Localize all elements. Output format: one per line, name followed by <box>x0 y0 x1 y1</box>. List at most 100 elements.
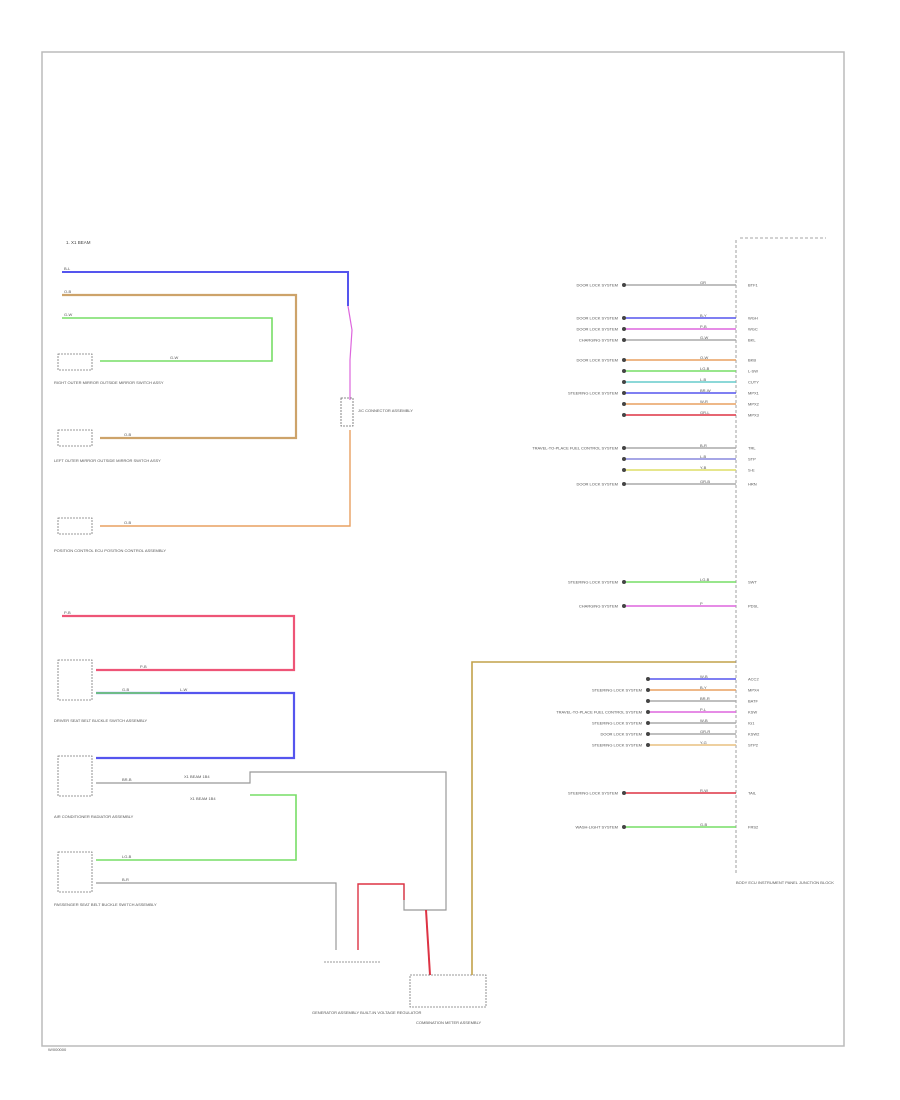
component-label: PASSENGER SEAT BELT BUCKLE SWITCH ASSEMB… <box>54 902 157 907</box>
connector-box <box>57 429 93 447</box>
wire-label: O-B <box>64 289 71 294</box>
signal-terminal <box>622 468 626 472</box>
wire-label: B-R <box>122 877 129 882</box>
signal-pin-label: KSW <box>748 710 757 715</box>
beam-label: X1 BEAM 1B4 <box>184 774 210 779</box>
signal-wire-label: GR-L <box>700 410 710 415</box>
wire-olive-meter <box>471 661 736 975</box>
signal-pin-label: SWT <box>748 580 757 585</box>
signal-pin-label: BATF <box>748 699 758 704</box>
signal-pin-label: HRN <box>748 482 757 487</box>
left-lower-connectors: DRIVER SEAT BELT BUCKLE SWITCH ASSEMBLY … <box>54 659 157 907</box>
wire-label: BR-B <box>122 777 132 782</box>
signal-terminal <box>646 710 650 714</box>
signal-pin-label: STP <box>748 457 756 462</box>
meter-label: COMBINATION METER ASSEMBLY <box>416 1020 482 1025</box>
signal-wire-label: BR-R <box>700 696 710 701</box>
signal-system-label: DOOR LOCK SYSTEM <box>600 732 642 737</box>
signal-pin-label: MPX3 <box>748 413 760 418</box>
signal-system-label: STEERING LOCK SYSTEM <box>592 743 642 748</box>
signal-wire-label: B-Y <box>700 313 707 318</box>
signal-terminal <box>646 688 650 692</box>
signal-wire-label: W-B <box>700 674 708 679</box>
signal-wire-label: GR <box>700 280 706 285</box>
signal-pin-label: TAIL <box>748 791 757 796</box>
signal-terminal <box>622 369 626 373</box>
signal-pin-label: L-SW <box>748 369 758 374</box>
signal-terminal <box>622 791 626 795</box>
signal-pin-label: KSW2 <box>748 732 760 737</box>
signal-terminal <box>646 677 650 681</box>
signal-wire-label: BR-W <box>700 388 711 393</box>
signal-terminal <box>622 457 626 461</box>
junction-connector <box>340 397 354 427</box>
connector-box <box>57 659 93 701</box>
signal-wire-label: O-W <box>700 355 708 360</box>
signal-system-label: STEERING LOCK SYSTEM <box>568 791 618 796</box>
signal-terminal <box>646 732 650 736</box>
wire-label: L-W <box>180 687 188 692</box>
signal-terminal <box>646 743 650 747</box>
signal-terminal <box>622 316 626 320</box>
wire-blue-loop <box>96 691 296 760</box>
diagram-frame <box>41 51 845 1047</box>
signal-pin-label: CUTY <box>748 380 759 385</box>
signal-wire-label: P-L <box>700 707 707 712</box>
ecu-label: BODY ECU INSTRUMENT PANEL JUNCTION BLOCK <box>736 880 834 885</box>
junction-label: J/C CONNECTOR ASSEMBLY <box>358 408 413 413</box>
signal-terminal <box>622 604 626 608</box>
signal-pin-label: WGH <box>748 316 758 321</box>
signal-pin-label: ACC2 <box>748 677 759 682</box>
signal-wire-label: G-B <box>700 822 707 827</box>
signal-system-label: DOOR LOCK SYSTEM <box>576 283 618 288</box>
signal-wire-label: L-B <box>700 377 707 382</box>
signal-wire-label: G-W <box>700 335 708 340</box>
signal-wire-label: Y-G <box>700 740 707 745</box>
wire-gray-gen <box>96 882 337 950</box>
signal-system-label: DOOR LOCK SYSTEM <box>576 482 618 487</box>
signal-system-label: DOOR LOCK SYSTEM <box>576 316 618 321</box>
signal-pin-label: STP2 <box>748 743 759 748</box>
signal-wire-label: Y-B <box>700 465 707 470</box>
signal-terminal <box>622 358 626 362</box>
wire-red-gen <box>357 883 405 950</box>
generator-label: GENERATOR ASSEMBLY BUILT-IN VOLTAGE REGU… <box>312 1010 421 1015</box>
connector-box <box>57 353 93 371</box>
component-label: LEFT OUTER MIRROR OUTSIDE MIRROR SWITCH … <box>54 458 161 463</box>
left-upper-harness: B-L O-B G-W G-W O-B O-B J/C CONNECTOR AS… <box>62 266 413 527</box>
signal-wire-label: R-W <box>700 788 708 793</box>
meter-connector <box>409 974 487 1008</box>
wire-blue-1 <box>62 271 349 306</box>
beam-label: X1 BEAM 1B4 <box>190 796 216 801</box>
signal-wire-label: B-R <box>700 443 707 448</box>
signal-pin-label: S-E <box>748 468 755 473</box>
signal-system-label: CHARGING SYSTEM <box>579 338 618 343</box>
signal-pin-label: MPX2 <box>748 402 760 407</box>
signal-wire-label: LG-B <box>700 577 710 582</box>
wire-pink-loop <box>62 614 296 672</box>
wire-label: LG-B <box>122 854 132 859</box>
signal-terminal <box>646 721 650 725</box>
signal-pin-label: IG1 <box>748 721 755 726</box>
signal-wire-label: GR-R <box>700 729 710 734</box>
signal-system-label: DOOR LOCK SYSTEM <box>576 358 618 363</box>
signal-pin-label: MPX1 <box>748 391 760 396</box>
wire-orange-ecu <box>100 430 351 527</box>
signal-terminal <box>622 380 626 384</box>
wire-label: B-L <box>64 266 71 271</box>
signal-terminal <box>622 402 626 406</box>
signal-system-label: TRAVEL-TO-PLACE FUEL CONTROL SYSTEM <box>556 710 642 715</box>
signal-wire-label: L-B <box>700 454 707 459</box>
wire-tan-loop <box>62 293 298 440</box>
signal-wire-label: B-Y <box>700 685 707 690</box>
signal-wire-label: W-B <box>700 718 708 723</box>
signal-wire-label: W-R <box>700 399 708 404</box>
signal-terminal <box>622 391 626 395</box>
wire-label: O-B <box>124 520 131 525</box>
wire-green-beam <box>96 794 297 861</box>
wire-label: P-B <box>64 610 71 615</box>
signal-system-label: DOOR LOCK SYSTEM <box>576 327 618 332</box>
signal-system-label: STEERING LOCK SYSTEM <box>568 580 618 585</box>
